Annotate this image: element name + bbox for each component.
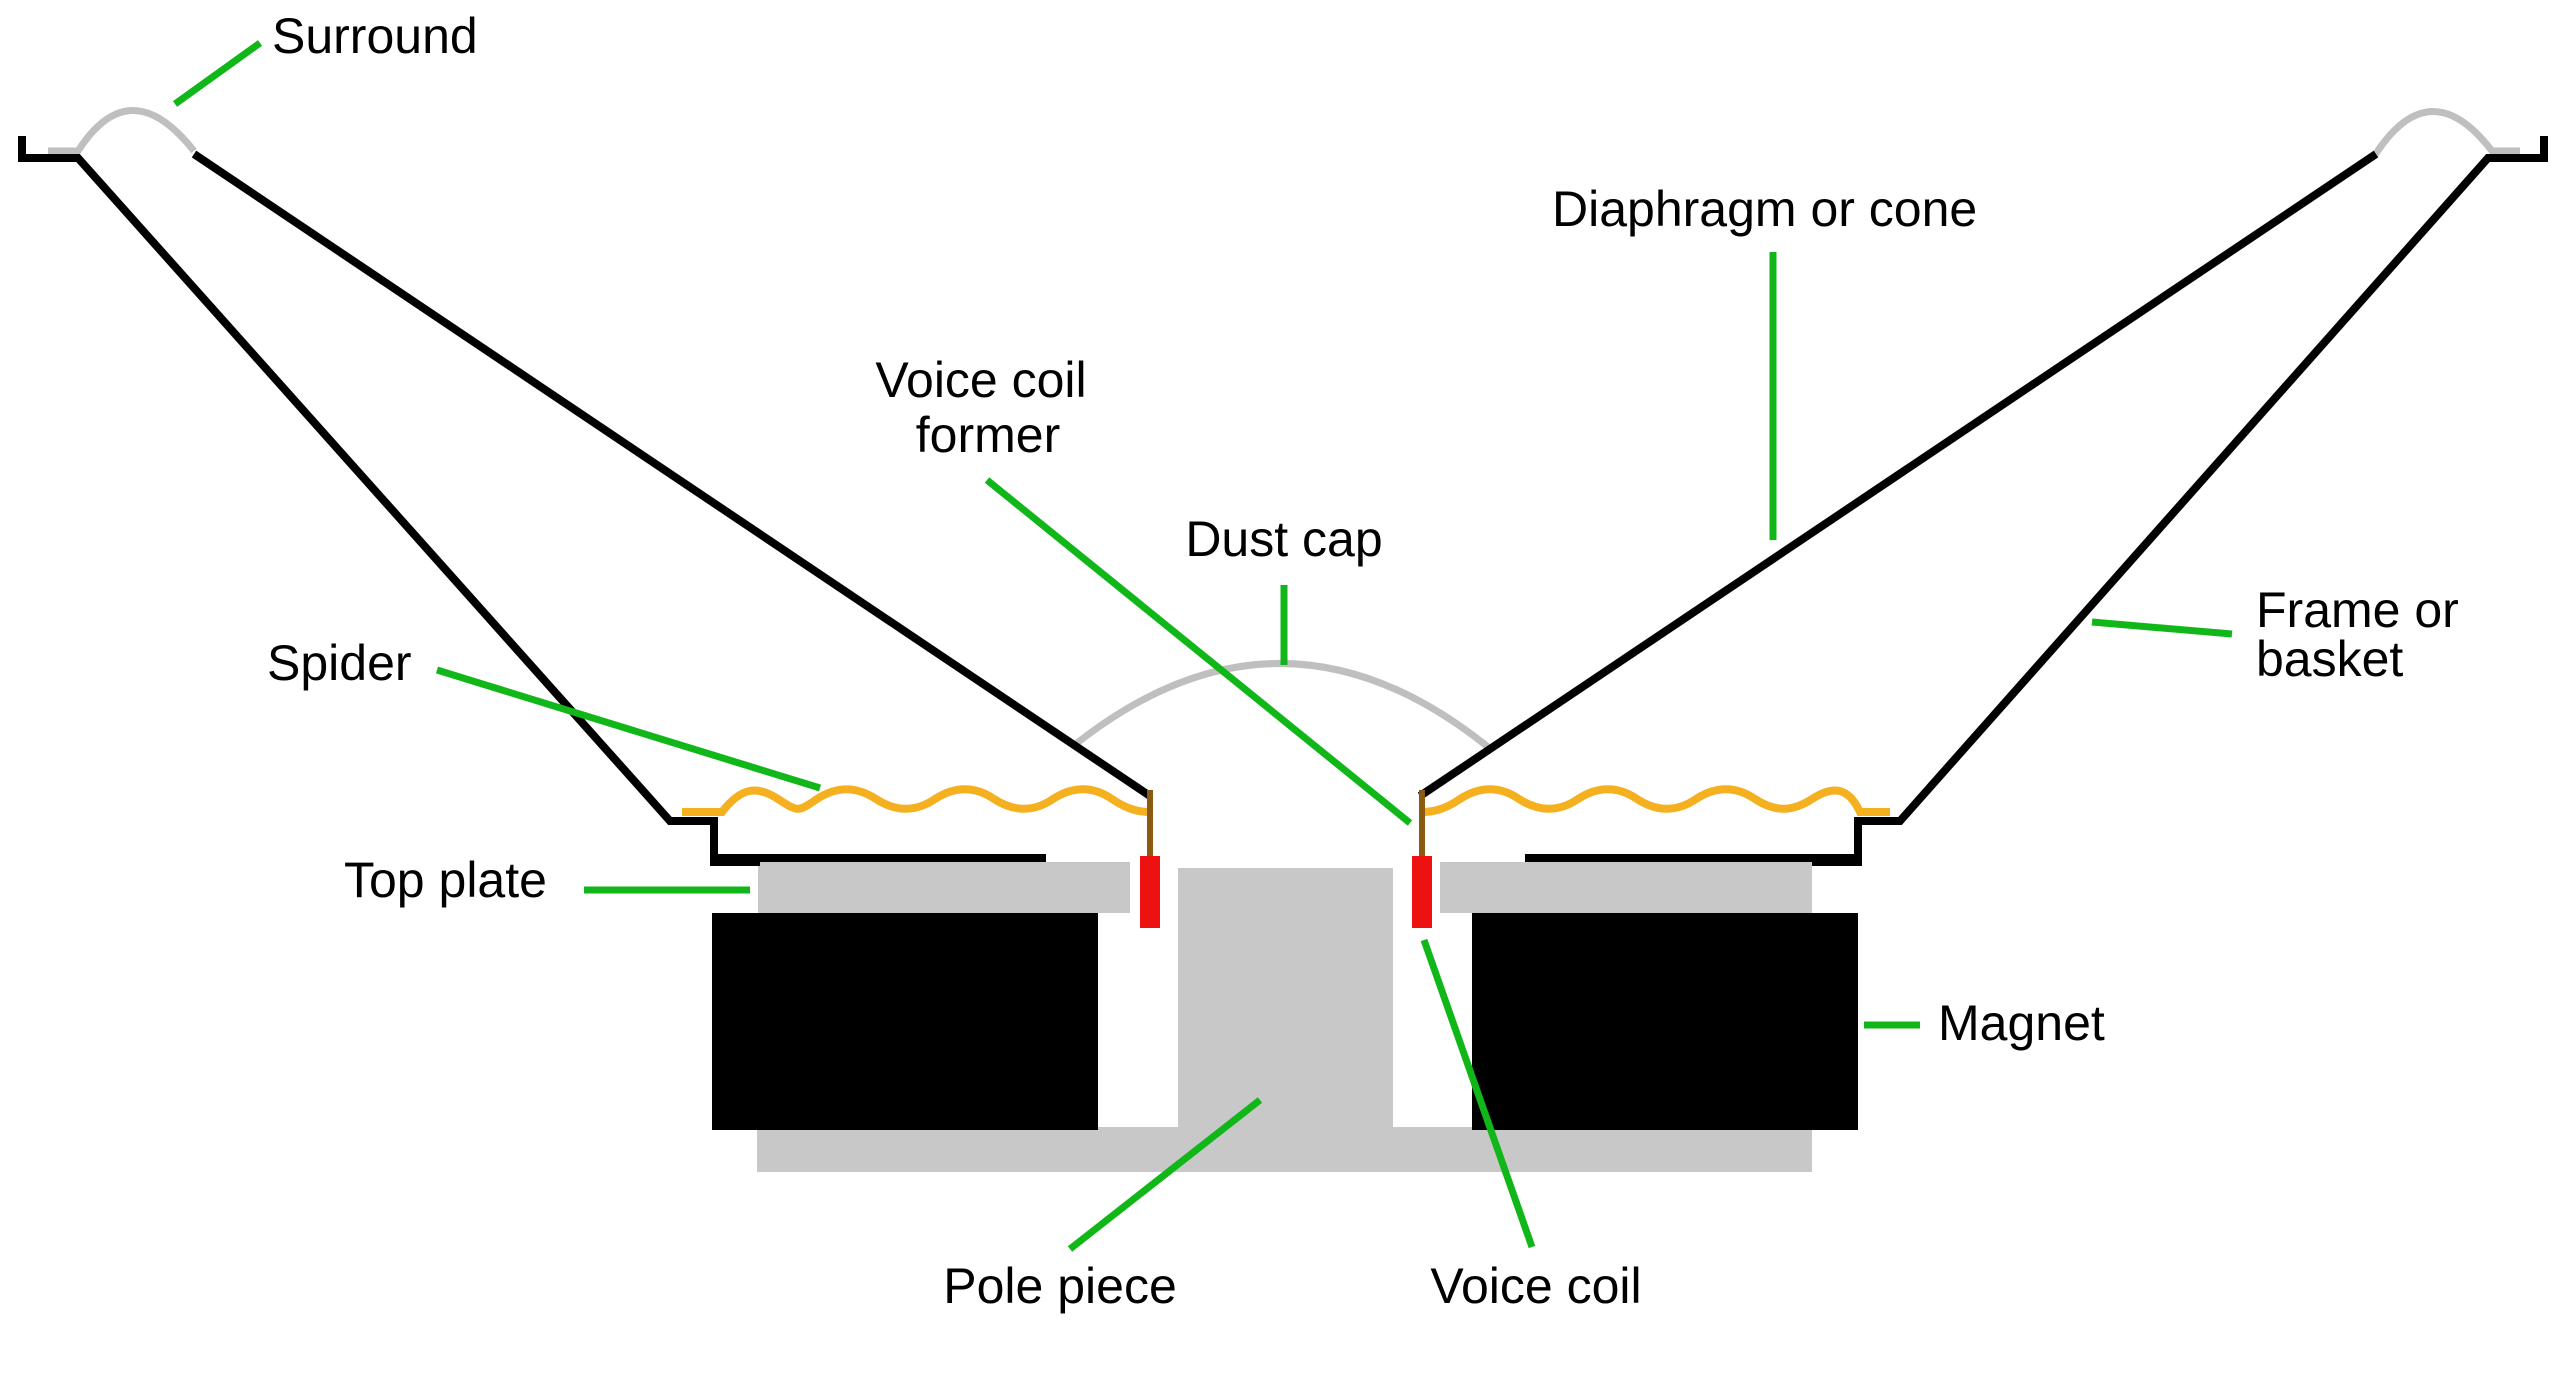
magnet-right — [1472, 913, 1858, 1130]
label-diaphragm: Diaphragm or cone — [1552, 181, 1977, 237]
voice-coil-left — [1140, 856, 1160, 928]
label-frame-line1: Frame or — [2256, 582, 2459, 638]
label-frame: Frame or basket — [2256, 582, 2473, 687]
pole-piece — [757, 868, 1812, 1172]
leader-voice-coil — [1420, 938, 1536, 1249]
leader-frame — [2091, 618, 2233, 638]
label-dust-cap: Dust cap — [1185, 511, 1382, 567]
label-surround: Surround — [272, 8, 478, 64]
dust-cap — [1069, 660, 1491, 750]
label-frame-line2: basket — [2256, 631, 2403, 687]
cone-left — [191, 150, 1153, 800]
label-voice-coil-former: Voice coil former — [875, 352, 1100, 463]
label-magnet: Magnet — [1938, 995, 2105, 1051]
leader-voice-coil-former — [984, 477, 1413, 826]
frame-left — [18, 136, 760, 866]
magnet-left — [712, 913, 1098, 1130]
surround-right — [2372, 108, 2520, 157]
spider-right — [1421, 785, 1890, 816]
frame-right — [1812, 136, 2548, 866]
label-voice-coil-former-line2: former — [916, 407, 1060, 463]
leader-spider — [435, 666, 822, 792]
voice-coil-right — [1412, 856, 1432, 928]
cone-right — [1417, 150, 2379, 800]
spider-left — [682, 785, 1151, 816]
top-plate-right — [1440, 862, 1812, 913]
leader-pole-piece — [1067, 1097, 1263, 1252]
surround-left — [48, 107, 197, 155]
label-voice-coil-former-line1: Voice coil — [875, 352, 1086, 408]
label-pole-piece: Pole piece — [943, 1258, 1177, 1314]
leader-surround — [172, 40, 263, 107]
label-spider: Spider — [267, 635, 412, 691]
label-top-plate: Top plate — [344, 852, 547, 908]
label-voice-coil: Voice coil — [1430, 1258, 1641, 1314]
top-plate-left — [758, 862, 1130, 913]
